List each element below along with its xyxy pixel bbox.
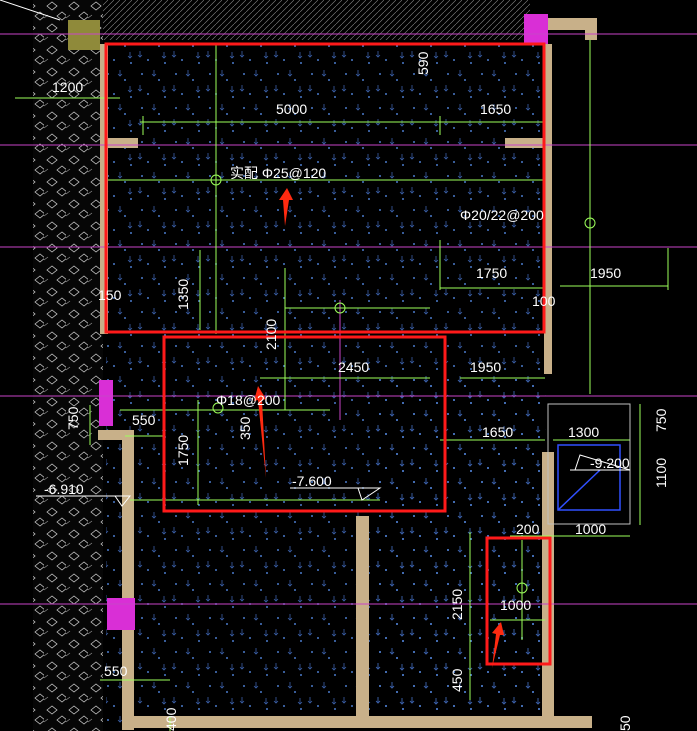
dim-text: 550 [132,412,156,428]
dim-text: 2150 [449,589,465,620]
dim-text: 1650 [480,101,511,117]
wall-left-upper [100,44,108,334]
highlight-box-top [104,42,546,334]
dim-text: 750 [65,406,81,430]
dim-node-circles [210,174,596,594]
rebar-note: Φ18@200 [216,392,281,408]
wall-stub-right [505,138,545,148]
wall-partition [356,516,369,716]
top-hatch [100,0,530,40]
dim-text: 1200 [52,79,83,95]
dim-text: 1100 [653,458,669,488]
elevation-marker-icon [36,495,132,507]
dim-text: 200 [516,521,540,537]
dim-text: 750 [653,408,669,432]
dim-text: 1300 [568,424,599,440]
rebar-note: 实配 Φ25@120 [230,165,326,181]
annotation-arrow-1 [279,188,293,226]
dim-text: 1950 [470,359,501,375]
elevation-text: -7.600 [292,473,332,489]
wall-stub-left [105,138,138,148]
dim-text: 550 [104,663,128,679]
column-top-left [68,20,100,50]
dim-text: 1650 [482,424,513,440]
dim-text: 1750 [175,435,191,466]
wall-step [98,430,122,440]
dim-text: 50 [617,715,633,731]
dim-text: 5000 [276,101,307,117]
annotation-arrow-3 [492,622,504,668]
wall-bottom [122,716,592,728]
dim-text: 350 [237,416,253,440]
dim-text: 1950 [590,265,621,281]
dim-text: 400 [163,707,179,731]
dim-text: 2450 [338,359,369,375]
elevation-marker-icon [290,487,382,501]
dim-text: 100 [532,293,556,309]
column-top-right [524,14,548,44]
elevation-text: -6.910 [44,481,84,497]
axis-lines [0,33,697,605]
highlight-box-mid [162,335,447,513]
elevation-text: -9.200 [590,455,630,471]
dim-text: 1750 [476,265,507,281]
wall-top-right [545,18,597,30]
dimension-lines [15,40,669,731]
annotation-arrows [254,188,504,668]
dim-text: 1350 [175,279,191,310]
column-left-low [107,598,135,630]
pit-outline [547,403,631,525]
leader-line [0,0,61,21]
highlight-box-small [485,536,552,666]
wall-left-lower [122,430,134,730]
dim-text: 1000 [575,521,606,537]
column-left-mid [99,380,113,426]
dim-text: 1000 [500,597,531,613]
wall-top-right-post [585,18,597,40]
wall-right-upper [544,44,552,374]
annotation-arrow-2 [254,386,266,478]
dim-text: 2100 [263,319,279,350]
dim-text: 450 [449,668,465,692]
dim-text: 590 [415,51,431,75]
rebar-note: Φ20/22@200 [460,207,544,223]
highlight-boxes [104,42,552,666]
elevation-marker-icon [570,454,631,471]
soil-band [33,0,103,731]
dim-text: 150 [98,287,122,303]
